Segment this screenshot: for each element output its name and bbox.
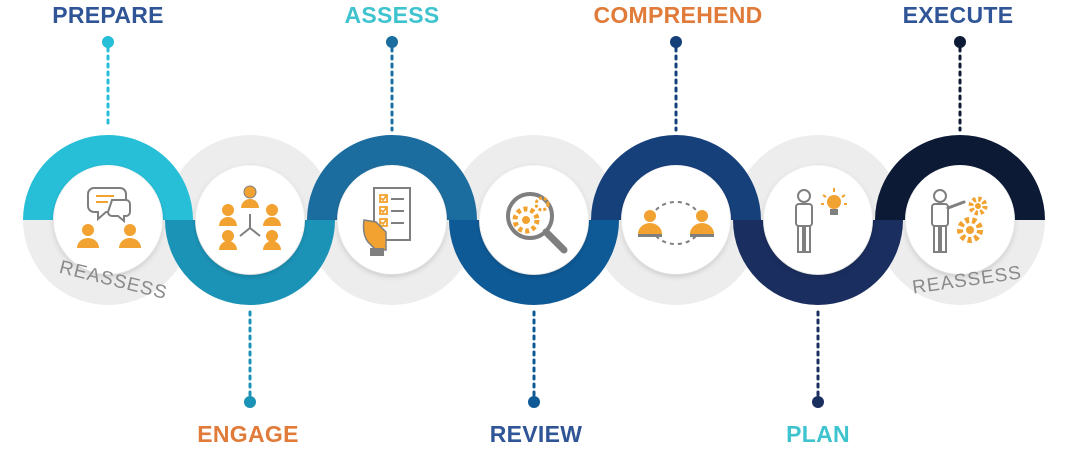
inner-circle-6 bbox=[764, 166, 872, 274]
grey-ring-1 bbox=[23, 219, 193, 305]
arc-plan bbox=[733, 219, 903, 305]
grey-ring-7 bbox=[875, 219, 1045, 305]
wave-arcs bbox=[23, 135, 1045, 305]
inner-circle-7 bbox=[906, 166, 1014, 274]
step-label-assess: ASSESS bbox=[344, 2, 440, 28]
checklist-icon bbox=[362, 187, 411, 256]
dot-comprehend bbox=[670, 36, 682, 48]
arc-comprehend bbox=[591, 135, 761, 221]
arc-assess bbox=[307, 135, 477, 221]
arc-execute bbox=[875, 135, 1045, 221]
step-label-plan: PLAN bbox=[786, 421, 850, 447]
dot-review bbox=[528, 396, 540, 408]
step-label-comprehend: COMPREHEND bbox=[593, 2, 763, 28]
exchange-people-icon bbox=[638, 200, 714, 246]
inner-circle-1 bbox=[54, 166, 162, 274]
step-label-review: REVIEW bbox=[489, 421, 583, 447]
dot-plan bbox=[812, 396, 824, 408]
step-label-execute: EXECUTE bbox=[902, 2, 1014, 28]
discussion-icon bbox=[77, 187, 141, 248]
arc-engage bbox=[165, 219, 335, 305]
presenter-gears-icon bbox=[931, 189, 988, 253]
dot-engage bbox=[244, 396, 256, 408]
arc-review bbox=[449, 219, 619, 305]
team-hierarchy-icon bbox=[219, 185, 281, 250]
step-label-prepare: PREPARE bbox=[52, 2, 164, 28]
idea-person-icon bbox=[795, 188, 847, 253]
dot-execute bbox=[954, 36, 966, 48]
connector-lines bbox=[102, 36, 966, 408]
arc-prepare bbox=[23, 135, 193, 221]
inner-circle-5 bbox=[622, 166, 730, 274]
dot-prepare bbox=[102, 36, 114, 48]
dot-assess bbox=[386, 36, 398, 48]
step-label-engage: ENGAGE bbox=[197, 421, 299, 447]
review-magnifier-gear-icon bbox=[506, 192, 568, 254]
